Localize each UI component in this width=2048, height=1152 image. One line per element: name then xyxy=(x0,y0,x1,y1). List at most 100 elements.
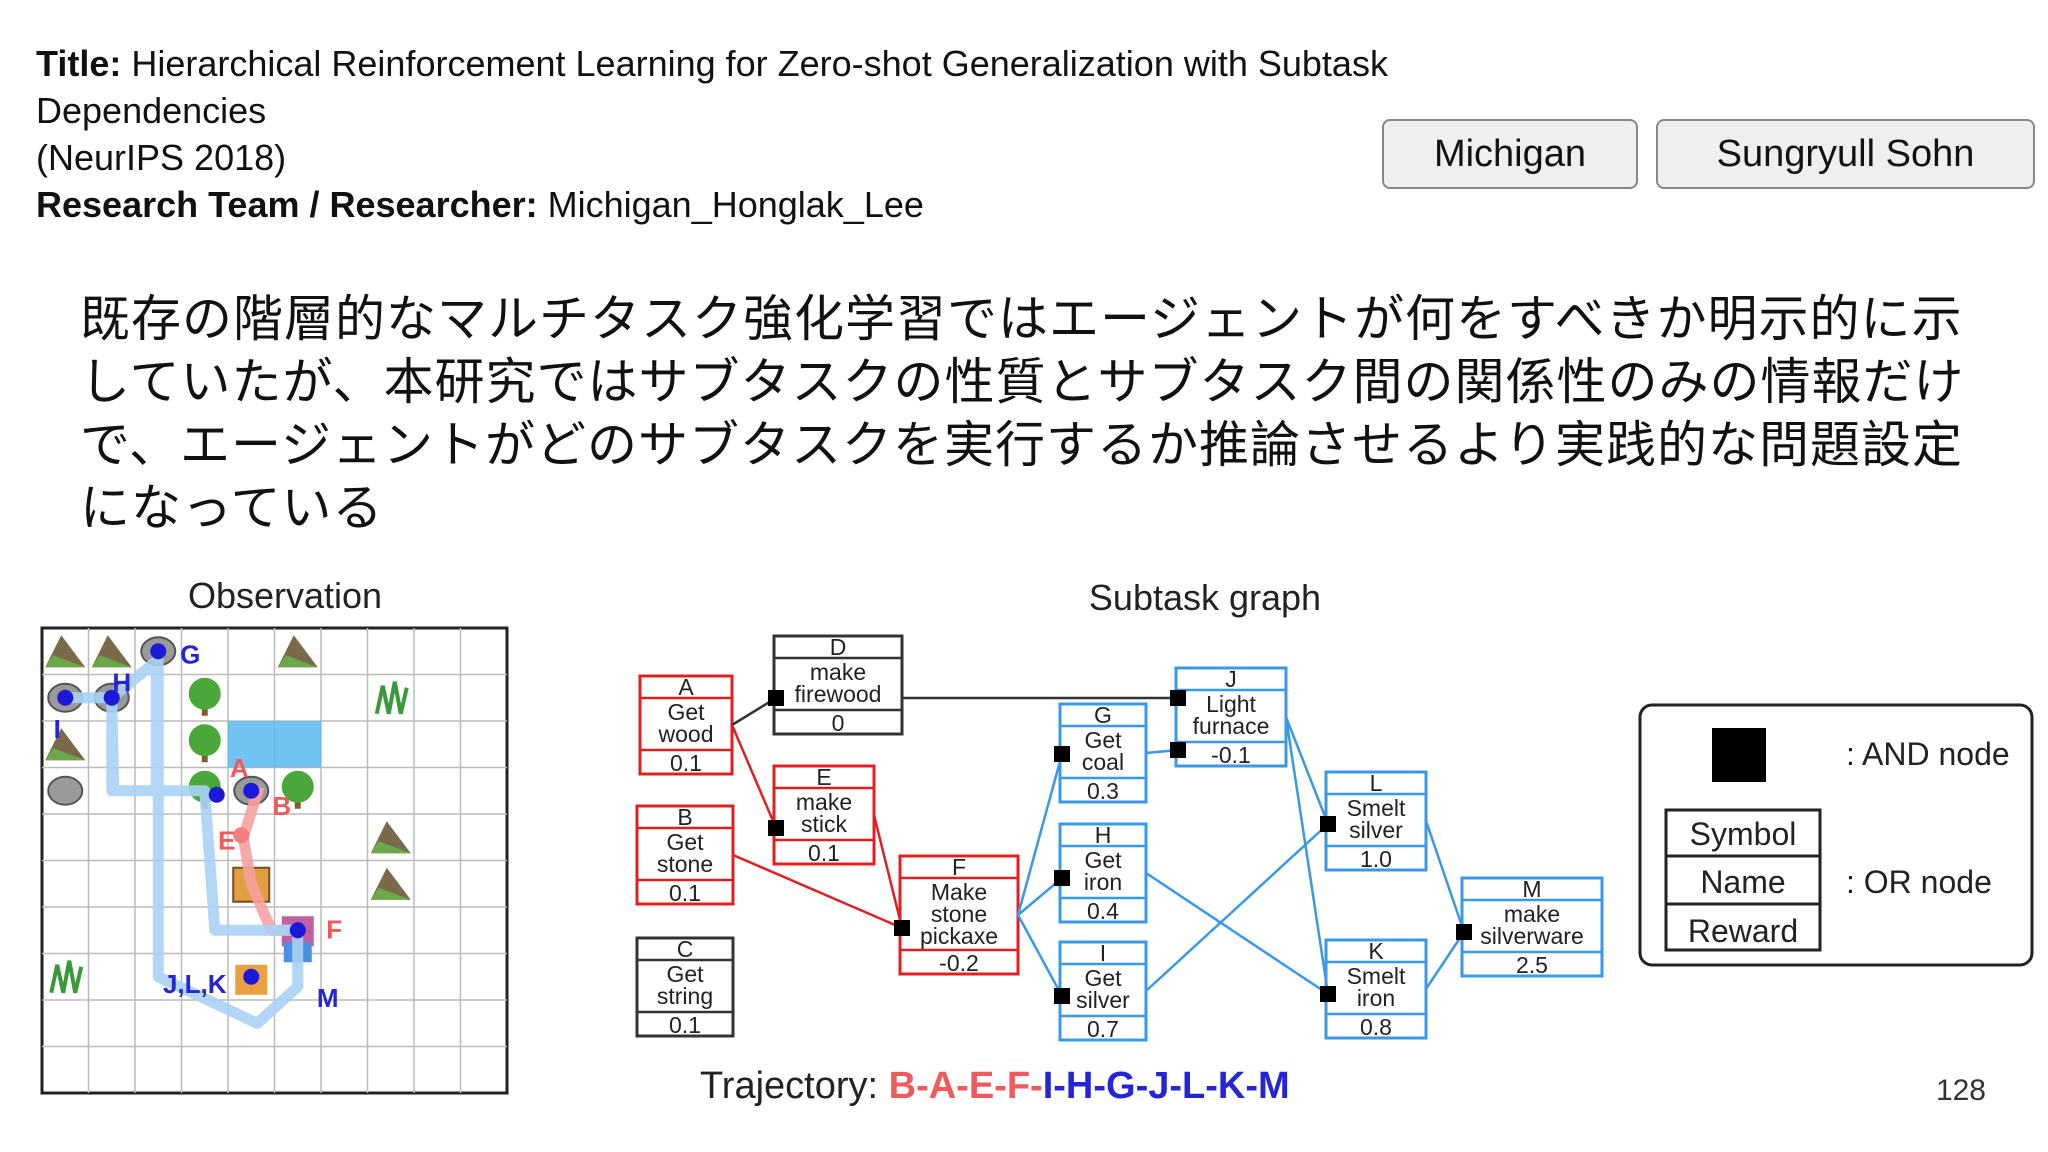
node-symbol: F xyxy=(952,854,966,880)
node-symbol: A xyxy=(678,674,694,700)
node-border xyxy=(772,634,904,736)
node-name: stone xyxy=(657,851,713,877)
node-name: Get xyxy=(1084,965,1122,991)
legend-and-label: : AND node xyxy=(1846,736,2010,772)
node-name: make xyxy=(796,789,852,815)
node-name: stone xyxy=(931,901,987,927)
node-name: silverware xyxy=(1480,923,1584,949)
node-name: firewood xyxy=(795,681,882,707)
node-reward: 0 xyxy=(832,710,845,736)
mountain-icon xyxy=(91,655,132,668)
trajectory-label: Trajectory: xyxy=(700,1065,889,1107)
and-node-marker xyxy=(1054,870,1070,886)
trajectory-dot xyxy=(150,643,167,660)
description-text: 既存の階層的なマルチタスク強化学習ではエージェントが何をすべきか明示的に示してい… xyxy=(80,290,1965,537)
node-name: make xyxy=(810,659,866,685)
trajectory-text: Trajectory: B-A-E-F-I-H-G-J-L-K-M xyxy=(700,1065,1290,1107)
node-symbol: B xyxy=(677,804,692,830)
node-symbol: D xyxy=(830,634,847,660)
and-node-marker xyxy=(1170,742,1186,758)
trajectory-dot xyxy=(243,968,260,985)
node-border xyxy=(772,764,876,866)
node-reward: 1.0 xyxy=(1360,846,1392,872)
node-name: iron xyxy=(1357,985,1395,1011)
chip-author[interactable]: Sungryull Sohn xyxy=(1656,119,2035,189)
grid-label: I xyxy=(54,714,61,744)
grid-label: B xyxy=(272,791,291,821)
team-name: Michigan_Honglak_Lee xyxy=(547,184,924,225)
node-name: coal xyxy=(1082,749,1124,775)
dependency-edge xyxy=(1284,716,1330,825)
dependency-edge xyxy=(1424,931,1466,990)
dependency-edge xyxy=(872,814,904,929)
trajectory-dot xyxy=(233,827,250,844)
observation-title: Observation xyxy=(188,575,382,616)
node-reward: 0.7 xyxy=(1087,1016,1119,1042)
node-name: furnace xyxy=(1193,713,1270,739)
trajectory-blue: I-H-G-J-L-K-M xyxy=(1043,1065,1290,1107)
page-number: 128 xyxy=(1935,1074,1986,1107)
paper-venue: (NeurIPS 2018) xyxy=(36,137,287,178)
trajectory-dot xyxy=(289,922,306,939)
node-border xyxy=(1324,938,1428,1040)
mountain-icon xyxy=(370,887,411,900)
dependency-edge xyxy=(1016,753,1064,916)
node-border xyxy=(1460,876,1604,978)
mountain-icon xyxy=(45,655,86,668)
node-name: Get xyxy=(666,961,704,987)
node-border xyxy=(635,936,735,1038)
legend-reward: Reward xyxy=(1688,913,1798,949)
node-name: silver xyxy=(1349,817,1403,843)
trajectory-dot xyxy=(57,689,74,706)
dependency-edge xyxy=(1016,914,1064,997)
node-symbol: L xyxy=(1370,770,1383,796)
node-name: make xyxy=(1504,901,1560,927)
and-node-marker xyxy=(894,920,910,936)
dependency-edge xyxy=(1424,820,1466,933)
dependency-edge xyxy=(732,853,903,930)
chip-michigan[interactable]: Michigan xyxy=(1382,119,1638,189)
node-name: Get xyxy=(666,829,704,855)
dependency-edge xyxy=(1284,716,1330,995)
dependency-edge xyxy=(730,724,778,829)
node-reward: -0.2 xyxy=(939,950,979,976)
node-name: Get xyxy=(1084,847,1122,873)
dependency-edge xyxy=(1145,823,1329,992)
grid-label: G xyxy=(180,639,200,669)
node-name: Light xyxy=(1206,691,1256,717)
grid-label: A xyxy=(230,753,249,783)
team-label: Research Team / Researcher: xyxy=(36,184,538,225)
and-node-marker xyxy=(1054,988,1070,1004)
node-reward: -0.1 xyxy=(1211,742,1251,768)
mountain-icon xyxy=(370,841,411,854)
legend-name: Name xyxy=(1700,864,1785,900)
mountain-icon xyxy=(45,748,86,761)
and-node-marker xyxy=(768,690,784,706)
water-tile xyxy=(228,721,321,768)
node-reward: 0.1 xyxy=(669,880,701,906)
legend-symbol: Symbol xyxy=(1690,816,1797,852)
node-name: Make xyxy=(931,879,987,905)
node-border xyxy=(1058,702,1148,804)
node-name: Get xyxy=(667,699,705,725)
grid-label: M xyxy=(317,983,339,1013)
grid-label: E xyxy=(218,825,235,855)
slide-header: Title: Hierarchical Reinforcement Learni… xyxy=(36,40,1436,228)
trajectory-dot xyxy=(243,782,260,799)
node-reward: 0.1 xyxy=(669,1012,701,1038)
node-border xyxy=(635,804,735,906)
trajectory-red: B-A-E-F- xyxy=(889,1065,1043,1107)
legend-or-box xyxy=(1664,808,1822,952)
node-reward: 0.4 xyxy=(1087,898,1119,924)
